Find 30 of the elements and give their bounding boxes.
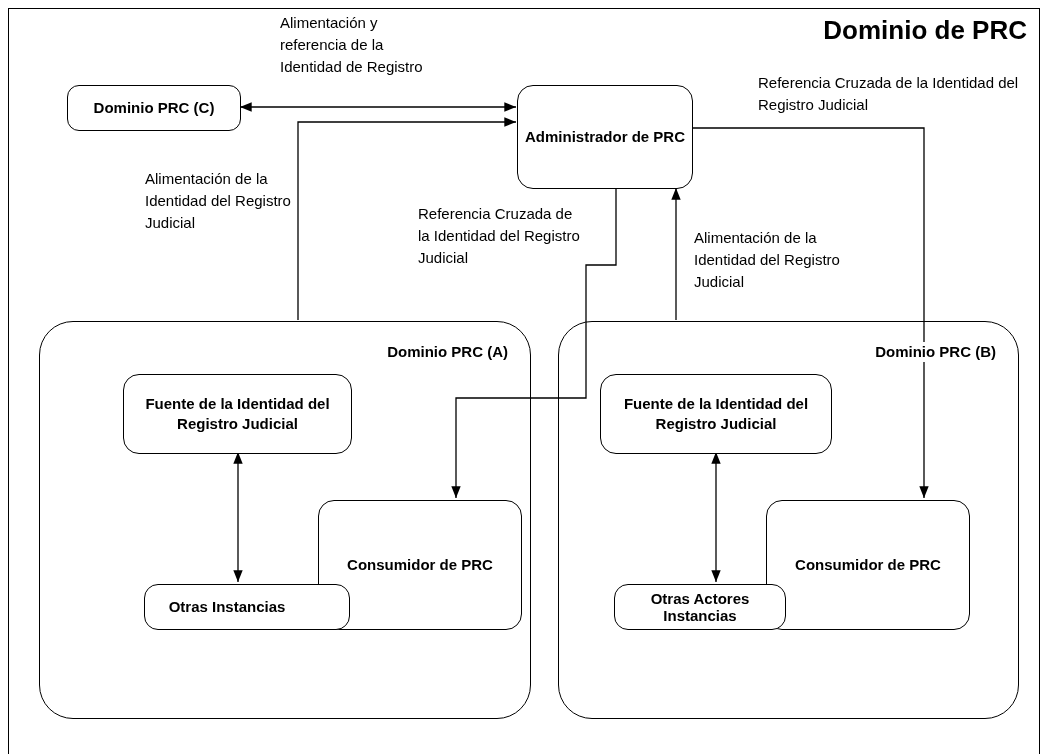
node-label: Otras Instancias bbox=[168, 596, 287, 617]
edge-label: Referencia Cruzada de la Identidad del Registro Judicial bbox=[758, 73, 1020, 115]
edge-label: Alimentación de la Identidad del Registro Judicial bbox=[145, 169, 292, 233]
arrow bbox=[239, 102, 517, 112]
process-box bbox=[318, 500, 522, 630]
arrow bbox=[671, 187, 681, 321]
diagram-frame bbox=[8, 8, 1040, 754]
edge-label: Alimentación de la Identidad del Registro Judicial bbox=[694, 228, 841, 292]
node-label: Consumidor de PRC bbox=[795, 554, 941, 575]
process-box bbox=[517, 85, 693, 189]
node-label: Fuente de la Identidad del Registro Judicial bbox=[622, 393, 810, 434]
process-box bbox=[766, 500, 970, 630]
domain-container bbox=[558, 321, 1019, 719]
arrow bbox=[451, 187, 617, 499]
arrow bbox=[691, 127, 929, 499]
arrow bbox=[297, 117, 517, 321]
node-label: Consumidor de PRC bbox=[347, 554, 493, 575]
heading: Dominio PRC (B) bbox=[873, 342, 998, 363]
process-box bbox=[600, 374, 832, 454]
edge-label: Referencia Cruzada de la Identidad del Registro Judicial bbox=[418, 204, 581, 268]
edge-label: Alimentación y referencia de la Identidad de Registro bbox=[280, 13, 424, 77]
node-label: Fuente de la Identidad del Registro Judicial bbox=[144, 393, 331, 434]
node-label: Dominio PRC (C) bbox=[93, 97, 215, 118]
domain-box bbox=[67, 85, 241, 131]
domain-container bbox=[39, 321, 531, 719]
process-box bbox=[123, 374, 352, 454]
node-label: Administrador de PRC bbox=[525, 126, 685, 147]
process-box bbox=[144, 584, 350, 630]
process-box bbox=[614, 584, 786, 630]
node-label: Otras Actores Instancias bbox=[649, 589, 751, 625]
